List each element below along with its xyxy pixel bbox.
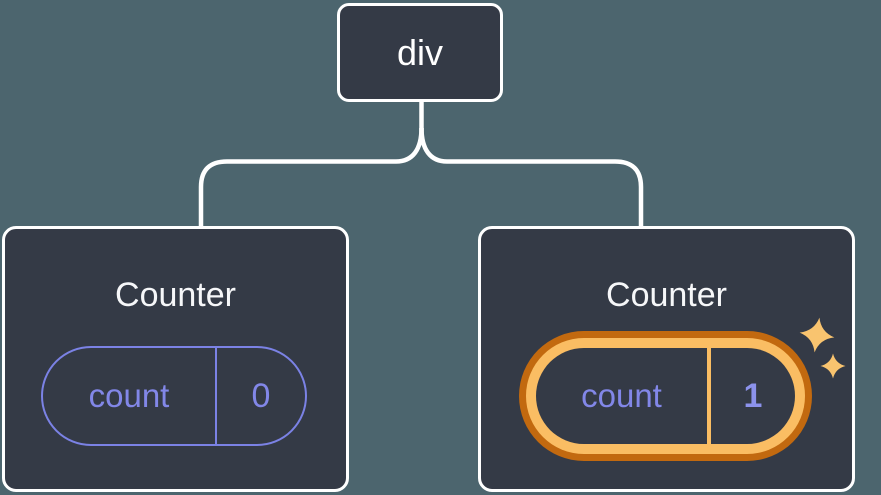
state-value: 0 bbox=[251, 376, 271, 415]
node-counter-left: Counter count 0 bbox=[2, 226, 349, 492]
state-pill-inner: count 1 bbox=[536, 348, 795, 444]
connector-branch-right bbox=[419, 127, 644, 228]
highlight-ring: count 1 bbox=[526, 338, 805, 454]
node-div-label: div bbox=[396, 31, 444, 73]
sparkles-icon bbox=[799, 317, 846, 379]
sparkle-star-small bbox=[820, 353, 846, 379]
state-key-label: count bbox=[536, 348, 711, 444]
state-pill: count 0 bbox=[41, 346, 307, 446]
state-pill-highlighted: count 1 bbox=[519, 331, 812, 461]
counter-title: Counter bbox=[606, 276, 727, 314]
node-counter-right: Counter count 1 bbox=[478, 226, 855, 492]
connector-branch-left bbox=[198, 127, 424, 228]
counter-title: Counter bbox=[115, 276, 236, 314]
node-div: div bbox=[337, 3, 503, 102]
state-key-label: count bbox=[43, 348, 217, 444]
state-value: 1 bbox=[743, 376, 763, 415]
sparkle-star-large bbox=[799, 317, 835, 353]
